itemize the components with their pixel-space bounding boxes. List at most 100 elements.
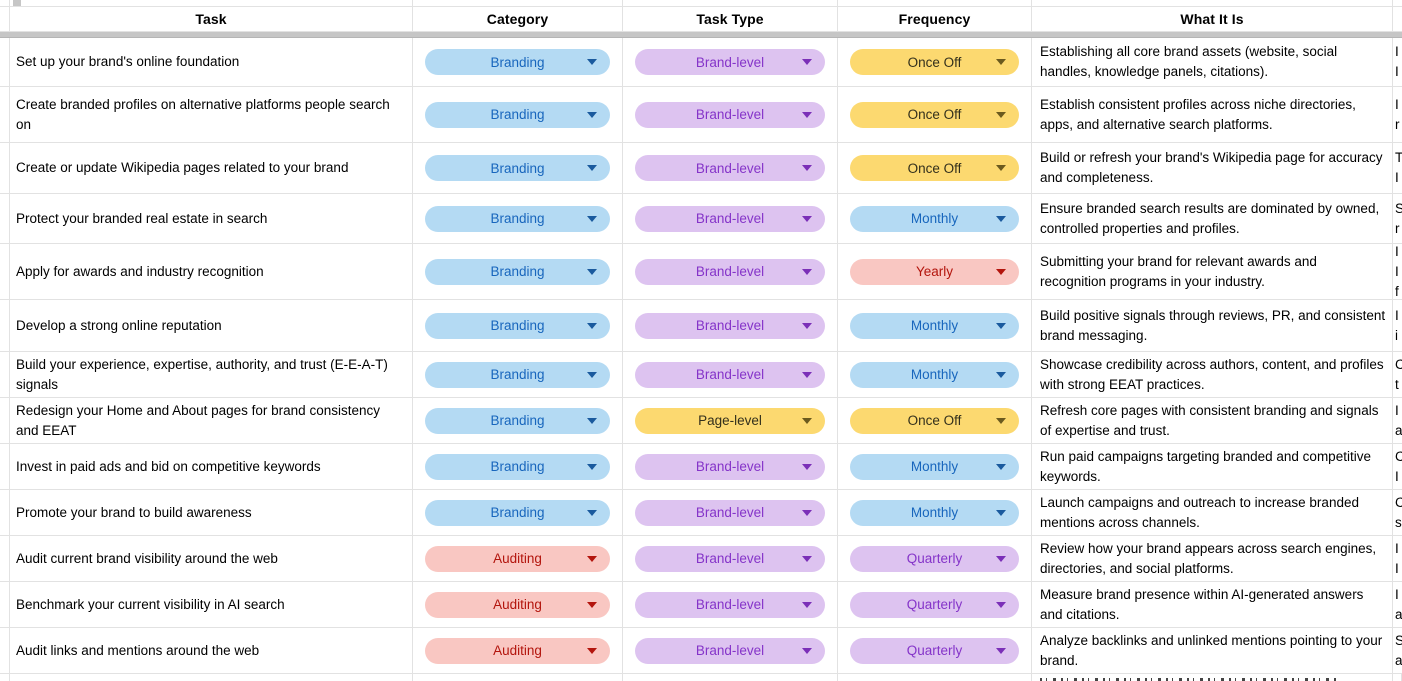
what-it-is-cell[interactable]: Analyze backlinks and unlinked mentions … [1032,628,1393,673]
category-dropdown[interactable]: Branding [425,101,610,128]
what-it-is-cell[interactable]: Ensure branded search results are domina… [1032,194,1393,243]
task-type-dropdown[interactable]: Brand-level [635,155,825,181]
category-dropdown[interactable]: Auditing [425,637,610,664]
category-value: Branding [490,367,545,382]
category-dropdown[interactable]: Branding [425,49,610,75]
category-dropdown[interactable]: Auditing [425,545,610,572]
task-type-dropdown[interactable]: Brand-level [635,101,825,128]
category-dropdown[interactable]: Branding [425,453,610,480]
chevron-down-icon [996,371,1006,378]
category-dropdown[interactable]: Auditing [425,591,610,618]
clipped-left-column-cell[interactable] [0,300,10,351]
what-it-is-cell[interactable]: Refresh core pages with consistent brand… [1032,398,1393,443]
category-dropdown[interactable]: Branding [425,312,610,339]
frequency-dropdown[interactable]: Once Off [850,407,1019,434]
clipped-left-column-cell[interactable] [0,398,10,443]
column-header-what-it-is[interactable]: What It Is [1032,7,1393,31]
task-type-dropdown[interactable]: Brand-level [635,361,825,388]
frequency-dropdown[interactable]: Yearly [850,258,1019,285]
task-type-dropdown[interactable]: Brand-level [635,49,825,75]
task-type-dropdown[interactable]: Brand-level [635,453,825,480]
task-cell[interactable]: Benchmark your current visibility in AI … [10,582,413,627]
task-cell[interactable]: Audit links and mentions around the web [10,628,413,673]
table-row: Apply for awards and industry recognitio… [0,244,1402,300]
task-type-dropdown[interactable]: Brand-level [635,499,825,526]
frequency-dropdown[interactable]: Monthly [850,361,1019,388]
what-it-is-cell[interactable]: Review how your brand appears across sea… [1032,536,1393,581]
column-header-category[interactable]: Category [413,7,623,31]
task-type-cell: Brand-level [623,87,838,142]
what-it-is-cell[interactable]: Showcase credibility across authors, con… [1032,352,1393,397]
clipped-left-column-cell[interactable] [0,7,10,31]
frequency-dropdown[interactable]: Quarterly [850,591,1019,618]
what-it-is-cell[interactable]: Run paid campaigns targeting branded and… [1032,444,1393,489]
task-type-dropdown[interactable]: Page-level [635,407,825,434]
task-cell[interactable]: Build your experience, expertise, author… [10,352,413,397]
column-header-task-type[interactable]: Task Type [623,7,838,31]
column-header-frequency[interactable]: Frequency [838,7,1032,31]
clipped-left-column-cell[interactable] [0,143,10,193]
chevron-down-icon [587,509,597,516]
frequency-dropdown[interactable]: Monthly [850,499,1019,526]
task-cell[interactable]: Create branded profiles on alternative p… [10,87,413,142]
clipped-left-column-cell[interactable] [0,444,10,489]
frequency-dropdown[interactable]: Once Off [850,49,1019,75]
table-row: Promote your brand to build awareness Br… [0,490,1402,536]
frequency-dropdown[interactable]: Quarterly [850,637,1019,664]
frequency-dropdown[interactable]: Quarterly [850,545,1019,572]
what-it-is-cell[interactable]: Submitting your brand for relevant award… [1032,244,1393,299]
task-cell[interactable]: Promote your brand to build awareness [10,490,413,535]
clipped-left-column-cell[interactable] [0,628,10,673]
clipped-left-column-cell[interactable] [0,87,10,142]
clipped-left-column-cell[interactable] [0,38,10,86]
clipped-left-column-cell[interactable] [0,352,10,397]
clipped-left-column-cell[interactable] [0,536,10,581]
task-cell[interactable]: Set up your brand's online foundation [10,38,413,86]
chevron-down-icon [587,463,597,470]
what-it-is-text: Run paid campaigns targeting branded and… [1040,448,1371,484]
task-cell[interactable]: Audit current brand visibility around th… [10,536,413,581]
what-it-is-cell[interactable]: Launch campaigns and outreach to increas… [1032,490,1393,535]
column-header-task[interactable]: Task [10,7,413,31]
clipped-left-column-cell[interactable] [0,582,10,627]
task-cell[interactable]: Create or update Wikipedia pages related… [10,143,413,193]
frequency-dropdown[interactable]: Once Off [850,101,1019,128]
task-type-dropdown[interactable]: Brand-level [635,312,825,339]
category-dropdown[interactable]: Branding [425,407,610,434]
task-type-dropdown[interactable]: Brand-level [635,545,825,572]
what-it-is-text: Build or refresh your brand's Wikipedia … [1040,150,1383,185]
task-cell[interactable]: Redesign your Home and About pages for b… [10,398,413,443]
task-type-dropdown[interactable]: Brand-level [635,258,825,285]
task-type-dropdown[interactable]: Brand-level [635,205,825,232]
task-type-dropdown[interactable]: Brand-level [635,591,825,618]
task-cell[interactable]: Protect your branded real estate in sear… [10,194,413,243]
frequency-cell: Monthly [838,444,1032,489]
task-type-dropdown[interactable]: Brand-level [635,637,825,664]
clipped-left-column-cell[interactable] [0,244,10,299]
frequency-dropdown[interactable]: Once Off [850,155,1019,181]
frequency-dropdown[interactable]: Monthly [850,205,1019,232]
what-it-is-cell[interactable]: Build or refresh your brand's Wikipedia … [1032,143,1393,193]
frequency-dropdown[interactable]: Monthly [850,312,1019,339]
frequency-cell: Monthly [838,490,1032,535]
task-cell[interactable]: Invest in paid ads and bid on competitiv… [10,444,413,489]
frequency-dropdown[interactable]: Monthly [850,453,1019,480]
category-dropdown[interactable]: Branding [425,155,610,181]
task-type-cell: Brand-level [623,143,838,193]
what-it-is-cell[interactable]: Measure brand presence within AI-generat… [1032,582,1393,627]
what-it-is-cell[interactable]: Establish consistent profiles across nic… [1032,87,1393,142]
what-it-is-cell[interactable]: Establishing all core brand assets (webs… [1032,38,1393,86]
chevron-down-icon [802,371,812,378]
category-dropdown[interactable]: Branding [425,361,610,388]
chevron-down-icon [996,509,1006,516]
frequency-cell: Monthly [838,300,1032,351]
category-dropdown[interactable]: Branding [425,258,610,285]
category-dropdown[interactable]: Branding [425,499,610,526]
clipped-left-column-cell[interactable] [0,194,10,243]
what-it-is-cell[interactable]: Build positive signals through reviews, … [1032,300,1393,351]
category-dropdown[interactable]: Branding [425,205,610,232]
task-cell[interactable]: Apply for awards and industry recognitio… [10,244,413,299]
clipped-left-column-cell[interactable] [0,490,10,535]
task-cell[interactable]: Develop a strong online reputation [10,300,413,351]
